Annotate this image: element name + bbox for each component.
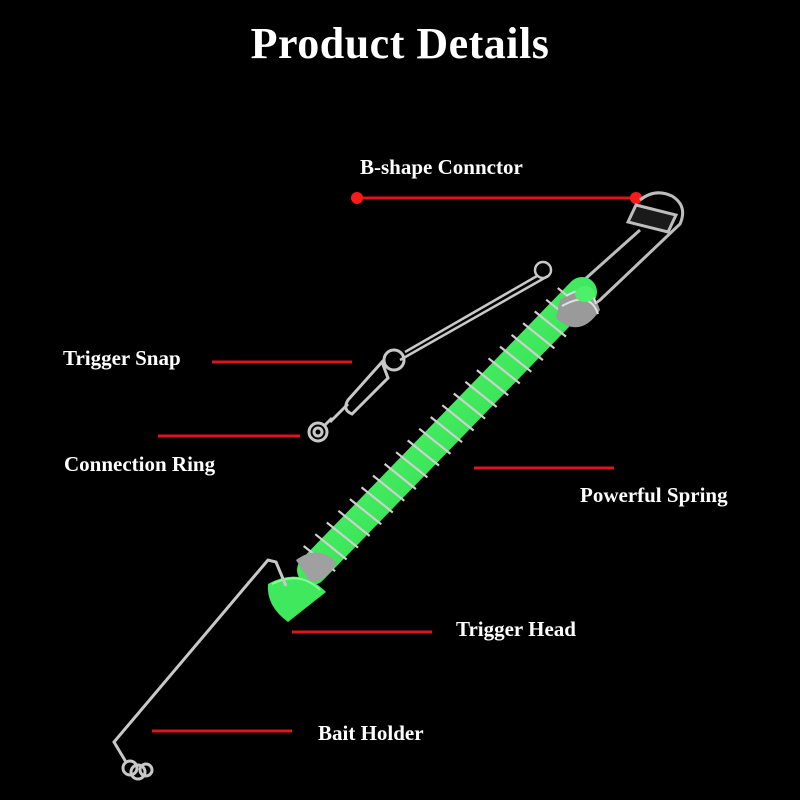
label-b-shape-connector: B-shape Connctor <box>360 155 523 179</box>
spring-coil <box>337 509 371 537</box>
label-connection-ring: Connection Ring <box>64 452 216 476</box>
spring-coil <box>510 334 544 361</box>
connection-ring-part <box>307 416 334 443</box>
spring-coil <box>499 345 532 373</box>
spring-coil <box>360 486 394 514</box>
top-spring-seat <box>556 286 600 328</box>
page-title: Product Details <box>250 19 550 68</box>
spring-coil <box>314 533 348 561</box>
spring-coil <box>453 392 486 420</box>
spring-coil <box>441 404 475 432</box>
spring-tube-part <box>297 277 597 585</box>
spring-coil <box>464 380 498 408</box>
label-trigger-head: Trigger Head <box>456 617 576 641</box>
trigger-wire <box>399 260 553 362</box>
label-trigger-snap: Trigger Snap <box>63 346 181 370</box>
spring-coil <box>407 439 440 467</box>
label-powerful-spring: Powerful Spring <box>580 483 728 507</box>
bait-holder-part <box>112 558 288 781</box>
spring-coil <box>418 427 452 455</box>
spring-coil <box>372 474 405 502</box>
spring-coil <box>349 498 382 526</box>
spring-coil <box>487 357 521 385</box>
spring-coil <box>534 310 567 338</box>
label-bait-holder: Bait Holder <box>318 721 424 745</box>
spring-coil <box>522 322 556 350</box>
spring-coil <box>383 463 417 490</box>
pointer-b-shape-connector <box>351 192 642 204</box>
spring-coil <box>430 416 463 444</box>
spring-coil <box>395 451 429 479</box>
trigger-head-part <box>267 552 336 622</box>
spring-coil <box>476 369 509 397</box>
spring-coil <box>326 521 359 549</box>
